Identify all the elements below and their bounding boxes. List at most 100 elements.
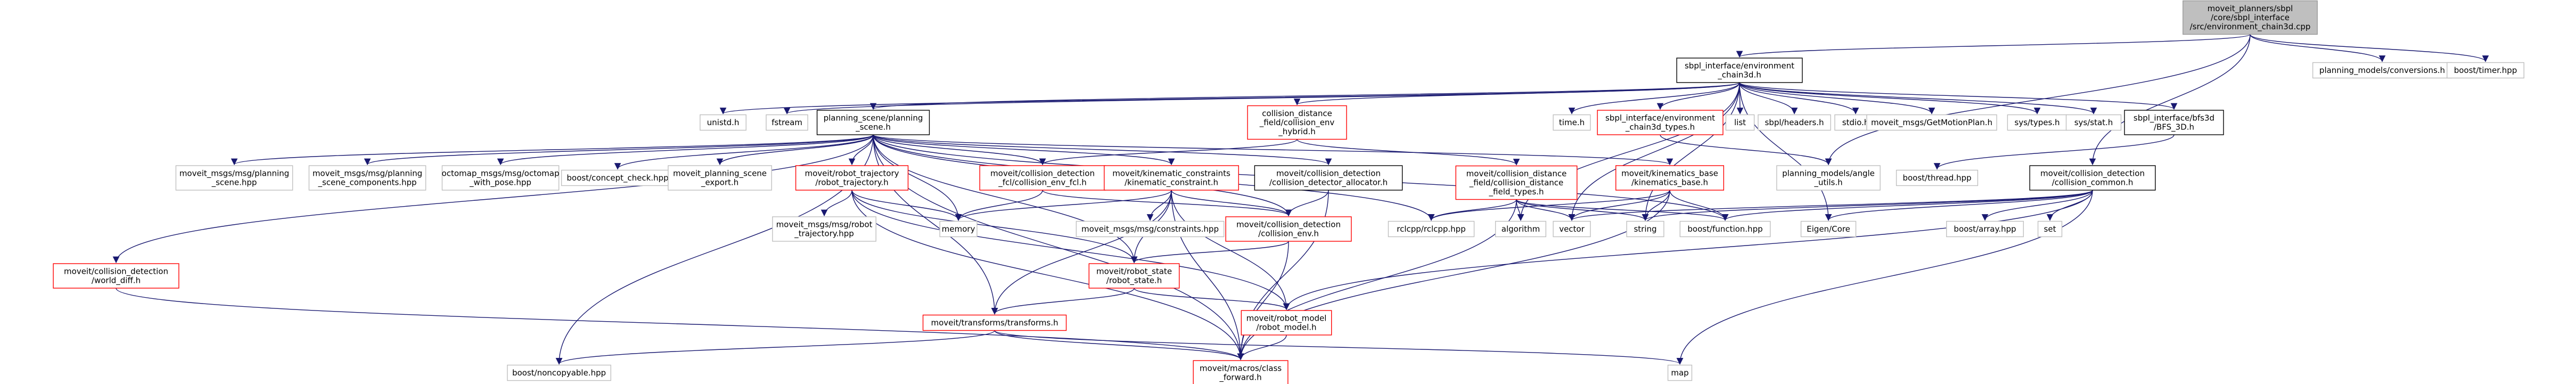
edge-cd-common-to-boost-function bbox=[1721, 190, 2093, 221]
edge-envtypes-to-angle-utils bbox=[1660, 134, 1832, 166]
node-ps[interactable]: planning_scene/planning_scene.h bbox=[816, 110, 930, 135]
node-kin-base[interactable]: moveit/kinematics_base/kinematics_base.h bbox=[1615, 165, 1724, 191]
node-box bbox=[1800, 220, 1857, 238]
node-memory[interactable]: memory bbox=[939, 220, 978, 238]
node-rclcpp[interactable]: rclcpp/rclcpp.hpp bbox=[1388, 220, 1475, 238]
node-kin-const[interactable]: moveit/kinematic_constraints/kinematic_c… bbox=[1104, 165, 1239, 191]
node-label: moveit/kinematic_constraints bbox=[1112, 168, 1230, 178]
node-cdf[interactable]: collision_distance_field/collision_env_h… bbox=[1247, 105, 1347, 140]
node-boost-timer[interactable]: boost/timer.hpp bbox=[2447, 62, 2524, 79]
node-class-fwd[interactable]: moveit/macros/class_forward.h bbox=[1193, 360, 1289, 384]
node-eigen[interactable]: Eigen/Core bbox=[1800, 220, 1857, 238]
node-unistd[interactable]: unistd.h bbox=[700, 114, 746, 131]
node-stdio[interactable]: stdio.h bbox=[1834, 114, 1877, 131]
node-cd-fcl[interactable]: moveit/collision_detection_fcl/collision… bbox=[979, 165, 1106, 191]
edge-root-to-cd-common bbox=[2089, 34, 2251, 166]
edge-bfs3d-to-thread bbox=[1933, 134, 2175, 170]
node-label: _field_types.h bbox=[1489, 187, 1544, 197]
node-label: /core/sbpl_interface bbox=[2211, 13, 2290, 23]
node-box bbox=[922, 314, 1067, 331]
node-box bbox=[1225, 216, 1352, 242]
node-robot-traj[interactable]: moveit/robot_trajectory/robot_trajectory… bbox=[795, 165, 909, 191]
edge-root-to-envh bbox=[1736, 34, 2251, 58]
edge-root-to-plan-conv bbox=[2250, 34, 2386, 62]
edge-ps-to-octomap bbox=[497, 134, 874, 166]
node-boost-array[interactable]: boost/array.hpp bbox=[1946, 220, 2024, 238]
node-concept[interactable]: boost/concept_check.hpp bbox=[561, 169, 675, 186]
node-label: moveit/robot_trajectory bbox=[805, 168, 899, 178]
node-msgs-psc[interactable]: moveit_msgs/msg/planning_scene_component… bbox=[308, 165, 426, 191]
node-msg-constraints[interactable]: moveit_msgs/msg/constraints.hpp bbox=[1076, 220, 1225, 238]
edge-cd-common-to-vector bbox=[1569, 190, 2093, 221]
node-box bbox=[1667, 364, 1693, 381]
node-label: _chain3d.h bbox=[1717, 70, 1761, 80]
edge-envh-to-unistd bbox=[720, 82, 1740, 115]
node-label: _scene.h bbox=[855, 122, 891, 132]
node-box bbox=[979, 165, 1106, 191]
node-label: moveit/macros/class bbox=[1200, 363, 1282, 373]
node-cd-common[interactable]: moveit/collision_detection/collision_com… bbox=[2029, 165, 2156, 191]
node-label: sbpl_interface/environment bbox=[1605, 113, 1715, 123]
node-map[interactable]: map bbox=[1667, 364, 1693, 381]
node-angle-utils[interactable]: planning_models/angle_utils.h bbox=[1776, 165, 1881, 191]
node-msgs-ps[interactable]: moveit_msgs/msg/planning_scene.hpp bbox=[175, 165, 293, 191]
node-plan-conv[interactable]: planning_models/conversions.h bbox=[2312, 62, 2452, 79]
node-boost-function[interactable]: boost/function.hpp bbox=[1679, 220, 1771, 238]
node-sysstat[interactable]: sys/stat.h bbox=[2065, 114, 2122, 131]
node-fstream[interactable]: fstream bbox=[766, 114, 808, 131]
node-timeh[interactable]: time.h bbox=[1553, 114, 1591, 131]
node-label: moveit/robot_model bbox=[1246, 313, 1327, 323]
node-systypes[interactable]: sys/types.h bbox=[2007, 114, 2068, 131]
node-box bbox=[1553, 220, 1591, 238]
edge-kin-base-to-boost-function bbox=[1669, 190, 1729, 221]
node-sbplhdr[interactable]: sbpl/headers.h bbox=[1758, 114, 1831, 131]
node-cd-env[interactable]: moveit/collision_detection/collision_env… bbox=[1225, 216, 1352, 242]
node-box bbox=[561, 169, 675, 186]
edge-ps-to-cd-world-diff bbox=[112, 134, 874, 264]
node-cd-alloc[interactable]: moveit/collision_detection/collision_det… bbox=[1254, 165, 1403, 191]
node-noncopyable[interactable]: boost/noncopyable.hpp bbox=[507, 364, 611, 381]
node-msg-rtraj[interactable]: moveit_msgs/msg/robot_trajectory.hpp bbox=[772, 216, 876, 242]
node-thread[interactable]: boost/thread.hpp bbox=[1896, 169, 1979, 186]
node-box bbox=[2029, 165, 2156, 191]
node-cd-world-diff[interactable]: moveit/collision_detection/world_diff.h bbox=[53, 263, 179, 289]
edge-ps-to-msgs-psc bbox=[364, 134, 874, 166]
node-label: _forward.h bbox=[1219, 372, 1261, 382]
edge-envh-to-gmp bbox=[1739, 82, 1935, 115]
node-set[interactable]: set bbox=[2037, 220, 2063, 238]
node-string[interactable]: string bbox=[1626, 220, 1664, 238]
node-label: fstream bbox=[772, 118, 802, 127]
node-robot-model[interactable]: moveit/robot_model/robot_model.h bbox=[1241, 310, 1332, 336]
node-label: boost/noncopyable.hpp bbox=[512, 368, 606, 378]
node-label: map bbox=[1671, 368, 1688, 378]
node-label: vector bbox=[1559, 224, 1585, 234]
node-label: sys/stat.h bbox=[2074, 118, 2113, 127]
node-gmp[interactable]: moveit_msgs/GetMotionPlan.h bbox=[1866, 114, 1997, 131]
edge-kin-const-to-class-fwd bbox=[1171, 190, 1244, 361]
node-envtypes[interactable]: sbpl_interface/environment_chain3d_types… bbox=[1597, 110, 1724, 135]
node-label: _fcl/collision_env_fcl.h bbox=[998, 177, 1086, 187]
node-label: planning_scene/planning bbox=[824, 113, 923, 123]
edge-cdf-types-to-rclcpp bbox=[1428, 199, 1517, 221]
edge-envh-to-bfs3d bbox=[1739, 82, 2177, 110]
edge-envh-to-vector bbox=[1568, 82, 1740, 221]
node-box bbox=[53, 263, 179, 289]
node-algorithm[interactable]: algorithm bbox=[1495, 220, 1547, 238]
edge-robot-traj-to-msg-rtraj bbox=[821, 190, 852, 217]
node-vector[interactable]: vector bbox=[1553, 220, 1591, 238]
node-box bbox=[1676, 58, 1803, 83]
node-bfs3d[interactable]: sbpl_interface/bfs3d/BFS_3D.h bbox=[2124, 110, 2224, 135]
node-envh[interactable]: sbpl_interface/environment_chain3d.h bbox=[1676, 58, 1803, 83]
node-cdf-types[interactable]: moveit/collision_distance_field/collisio… bbox=[1455, 165, 1578, 200]
node-ps-export[interactable]: moveit_planning_scene_export.h bbox=[668, 165, 772, 191]
node-box bbox=[1088, 263, 1180, 289]
node-box bbox=[175, 165, 293, 191]
edge-envh-to-envtypes bbox=[1656, 82, 1740, 110]
node-octomap[interactable]: octomap_msgs/msg/octomap_with_pose.hpp bbox=[442, 165, 560, 191]
node-list[interactable]: list bbox=[1725, 114, 1755, 131]
node-transforms[interactable]: moveit/transforms/transforms.h bbox=[922, 314, 1067, 331]
edge-ps-to-concept bbox=[614, 134, 874, 170]
node-robot-state[interactable]: moveit/robot_state/robot_state.h bbox=[1088, 263, 1180, 289]
edge-envh-to-stdio bbox=[1739, 82, 1859, 115]
edge-cdf-types-to-string bbox=[1516, 199, 1649, 221]
